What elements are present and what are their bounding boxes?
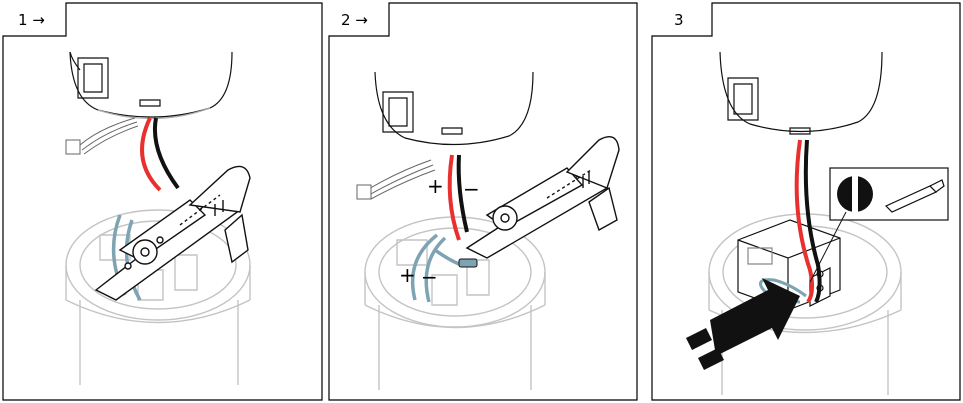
black-wire (456, 154, 469, 233)
housing-cover (719, 51, 883, 135)
connector-plug (65, 117, 139, 155)
polarity-plus-top: + (427, 174, 444, 198)
step-1-frame (2, 2, 323, 401)
black-wire (803, 139, 822, 303)
housing-cover (374, 71, 534, 146)
housing-base (364, 216, 546, 390)
step-2-frame (328, 2, 638, 401)
housing-base (708, 213, 902, 395)
wire-stripper-icon (465, 136, 620, 259)
flat-screwdriver-icon (884, 179, 945, 213)
polarity-minus-top: − (463, 177, 480, 201)
step-1-panel: 1 → (0, 0, 325, 403)
housing-base (65, 209, 251, 385)
red-wire (447, 154, 461, 241)
step-1-illustration: 1 → (2, 2, 323, 401)
wire-stripper-icon (94, 165, 251, 301)
red-wire (794, 139, 815, 304)
step-3-label: 3 (674, 11, 684, 29)
step-2-label: 2 → (341, 11, 368, 29)
step-3-illustration: 3 (651, 2, 961, 401)
step-1-label: 1 → (18, 11, 45, 29)
insert-arrow-icon (686, 278, 800, 370)
connector-plug (356, 159, 436, 200)
housing-cover (69, 51, 233, 120)
polarity-plus-bottom: + (399, 263, 416, 287)
red-wire (140, 117, 162, 192)
polarity-minus-bottom: − (421, 265, 438, 289)
step-3-frame (651, 2, 961, 401)
step-2-panel: 2 → + − + − (327, 0, 641, 403)
screwdriver-callout (809, 167, 949, 283)
black-wire (153, 117, 180, 190)
step-3-panel: 3 (650, 0, 963, 403)
wire-ferrule (458, 258, 478, 268)
step-2-illustration: 2 → + − + − (328, 2, 638, 401)
